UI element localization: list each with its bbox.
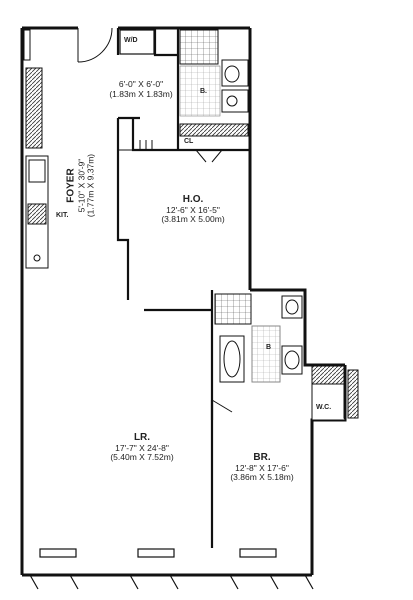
lr-dim-ft: 17'-7" X 24'-8" <box>115 442 169 453</box>
ho-label: H.O. <box>182 194 204 205</box>
lr-label-block: LR. 17'-7" X 24'-8" (5.40m X 7.52m) <box>92 432 192 463</box>
top-bath-fixtures <box>179 29 249 117</box>
foyer-label-block: FOYER 5'-10" X 30'-9" (1.77m X 9.37m) <box>65 141 96 231</box>
closet-label: CL <box>184 138 194 145</box>
foyer-dim-m: (1.77m X 9.37m) <box>85 153 96 218</box>
br-dim-m: (3.86m X 5.18m) <box>230 472 294 483</box>
foyer-hall-dim-m: (1.83m X 1.83m) <box>109 88 173 99</box>
bottom-windows <box>29 548 314 590</box>
br-label-block: BR. 12'-8" X 17'-6" (3.86m X 5.18m) <box>212 452 312 483</box>
bedroom-door <box>211 399 233 413</box>
ho-door <box>195 149 223 163</box>
inner-walls <box>116 28 250 548</box>
left-window-strip <box>23 29 43 149</box>
lr-label: LR. <box>133 432 151 443</box>
ho-dim-m: (3.81m X 5.00m) <box>161 214 225 225</box>
br-dim-ft: 12'-8" X 17'-6" <box>235 462 289 473</box>
mid-bath-fixtures <box>214 293 303 383</box>
wic-closet <box>311 365 359 421</box>
top-bath-label: B. <box>200 88 207 95</box>
ho-label-block: H.O. 12'-6" X 16'-5" (3.81m X 5.00m) <box>148 194 238 225</box>
wic-label: W.C. <box>316 404 332 411</box>
ho-dim-ft: 12'-6" X 16'-5" <box>166 204 220 215</box>
stairs <box>118 140 176 151</box>
foyer-hall-dim-ft: 6'-0" X 6'-0" <box>118 79 164 89</box>
closet-shelf <box>179 123 249 137</box>
walk-in-label: W/D <box>124 37 138 44</box>
lr-dim-m: (5.40m X 7.52m) <box>110 452 174 463</box>
walk-in-box <box>119 29 155 55</box>
br-label: BR. <box>253 452 271 463</box>
entry-door <box>77 27 113 63</box>
kitchen-label: KIT. <box>56 212 69 219</box>
foyer-hall-dims: 6'-0" X 6'-0" (1.83m X 1.83m) <box>106 79 176 100</box>
mid-bath-label: B <box>266 344 272 351</box>
kitchen-counters <box>25 155 49 269</box>
